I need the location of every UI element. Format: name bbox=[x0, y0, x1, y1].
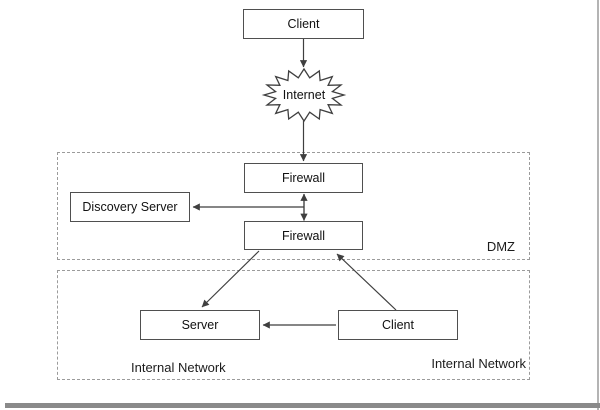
window-right-border bbox=[597, 0, 599, 410]
node-discovery-server-label: Discovery Server bbox=[82, 200, 178, 214]
node-client-internal: Client bbox=[338, 310, 458, 340]
node-client-internal-label: Client bbox=[382, 318, 414, 332]
node-discovery-server: Discovery Server bbox=[70, 192, 190, 222]
node-firewall-outer-label: Firewall bbox=[281, 171, 326, 185]
arrow-inner-firewall-to-server bbox=[201, 250, 260, 308]
node-server-label: Server bbox=[181, 318, 219, 332]
zone-dmz: DMZ bbox=[57, 152, 530, 260]
node-firewall-outer: Firewall bbox=[244, 163, 363, 193]
zone-dmz-label: DMZ bbox=[486, 239, 515, 254]
arrow-internal-client-to-inner-firewall bbox=[336, 253, 397, 311]
node-server: Server bbox=[140, 310, 260, 340]
zone-internal-label-right: Internal Network bbox=[431, 356, 526, 371]
internet-starburst-shape bbox=[261, 67, 347, 123]
node-firewall-inner-label: Firewall bbox=[281, 228, 326, 243]
zone-internal-network: Internal Network Internal Network bbox=[57, 270, 530, 380]
node-client-external-label: Client bbox=[287, 17, 320, 31]
window-bottom-border bbox=[5, 403, 600, 408]
node-internet-label: Internet bbox=[282, 88, 326, 102]
node-client-external: Client bbox=[243, 9, 364, 39]
zone-internal-label-left: Internal Network bbox=[131, 360, 226, 375]
node-firewall-inner: Firewall bbox=[244, 221, 363, 250]
